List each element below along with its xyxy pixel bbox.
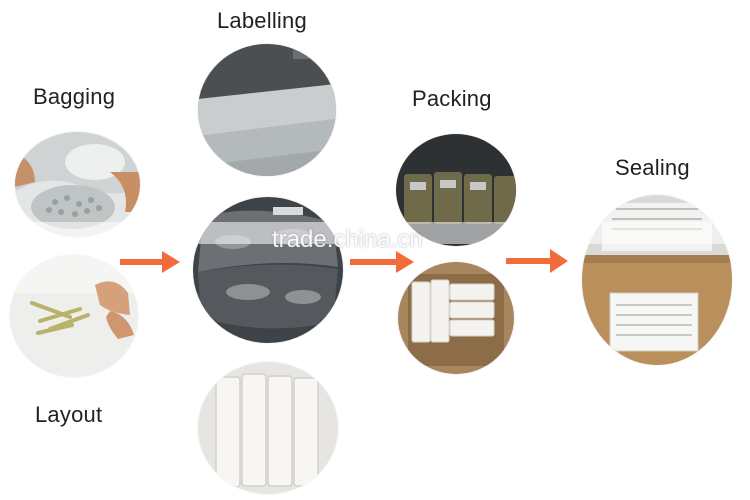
packed-carton-photo [398,262,514,374]
boxed-products-photo [198,362,338,494]
arrow-icon [120,251,180,273]
labelling-photo [198,44,336,176]
sealing-photo [582,195,732,365]
arrow-icon [350,251,414,273]
stage-label-labelling: Labelling [217,8,307,33]
stage-label-bagging: Bagging [33,84,116,109]
labelled-bags-photo [193,197,343,343]
watermark: trade.china.cn [272,226,423,253]
stage-label-packing: Packing [412,86,492,111]
stage-label-layout: Layout [35,402,103,427]
watermark-band [0,222,750,244]
stage-label-sealing: Sealing [615,155,690,180]
arrow-icon [506,249,568,273]
